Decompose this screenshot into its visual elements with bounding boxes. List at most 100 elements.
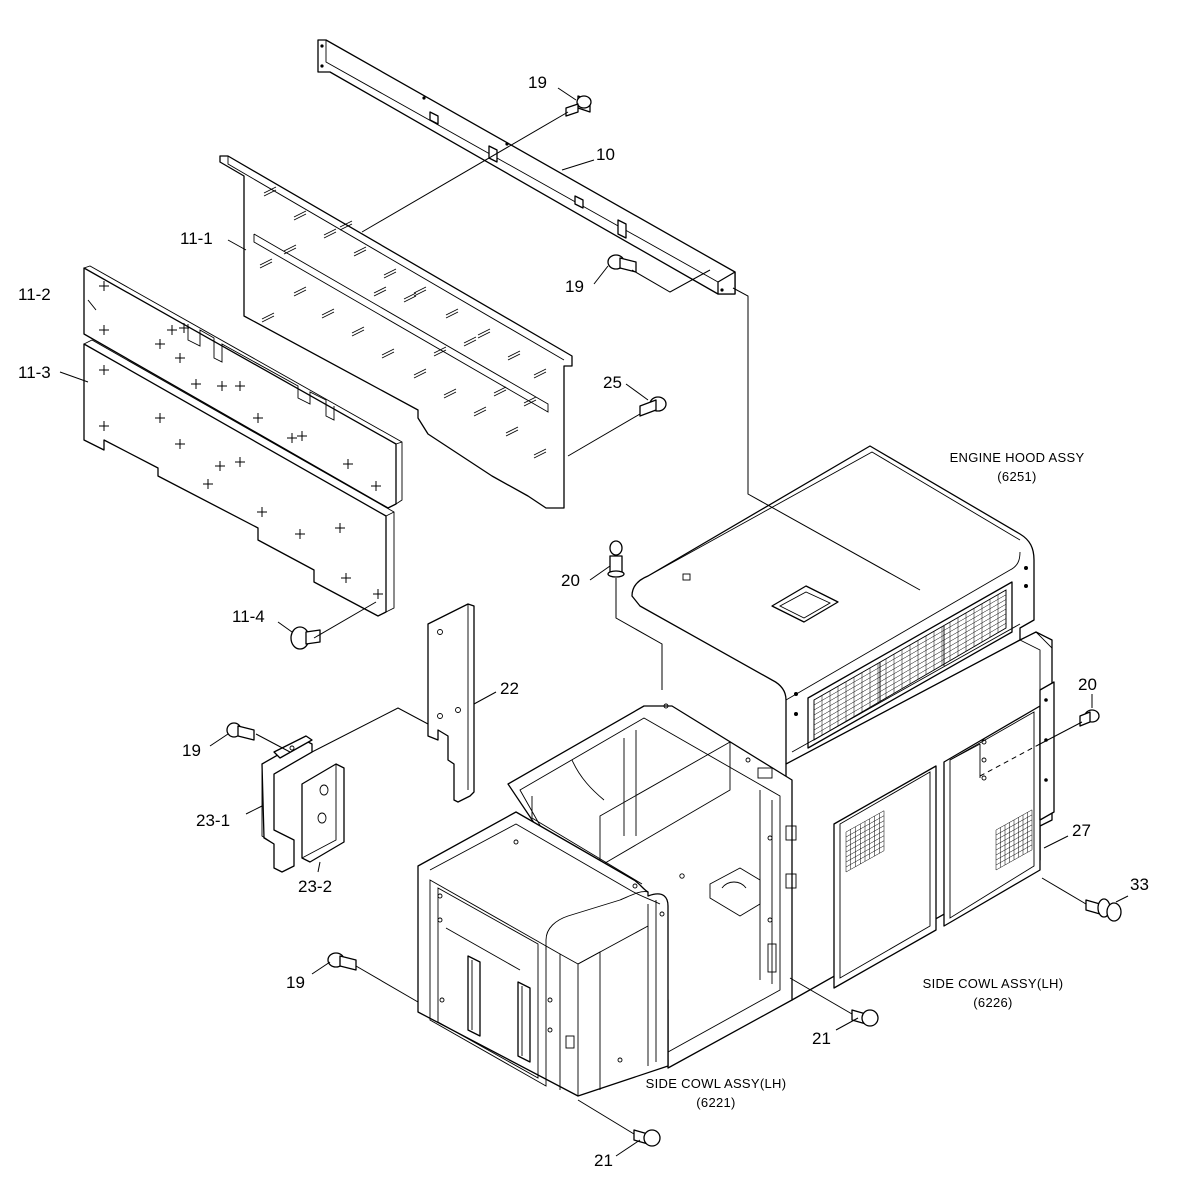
vent-line (995, 844, 1033, 866)
stud (477, 328, 491, 336)
bolt-19-left (226, 722, 255, 741)
stud (323, 228, 337, 236)
bolt-19-mid (607, 254, 637, 273)
callout-11-1: 11-1 (180, 229, 213, 248)
vent-line (995, 834, 1033, 856)
stud (413, 371, 427, 379)
stud (523, 396, 537, 404)
callout-33: 33 (1130, 875, 1149, 894)
callout-21: 21 (812, 1029, 831, 1048)
callout-11-2: 11-2 (18, 285, 51, 304)
vent-line (845, 845, 885, 868)
stud (381, 348, 395, 356)
part-11-3-pad (83, 339, 395, 617)
part-22-plate (427, 603, 475, 803)
vent-line (995, 824, 1033, 846)
stud (403, 292, 417, 300)
stud (523, 399, 537, 407)
side-cowl-6221-code: (6221) (696, 1095, 735, 1110)
callout-21: 21 (594, 1151, 613, 1170)
panel-studs (259, 186, 547, 459)
stud (493, 386, 507, 394)
callout-23-1: 23-1 (196, 811, 230, 830)
callout-19: 19 (528, 73, 547, 92)
stud (351, 326, 365, 334)
callout-10: 10 (596, 145, 615, 164)
side-cowl-6221 (417, 811, 669, 1097)
stud (533, 371, 547, 379)
bolt-33 (1085, 898, 1122, 922)
stud (445, 311, 459, 319)
stud (353, 249, 367, 257)
vent-line (845, 825, 885, 848)
stud (463, 339, 477, 347)
stud (381, 351, 395, 359)
stud (507, 353, 521, 361)
part-23-2-block (301, 763, 345, 863)
part-23-1-bracket (261, 735, 313, 873)
stud (351, 329, 365, 337)
bolt-19-bottom (327, 952, 357, 971)
callout-labels: 19 10 11-1 19 11-2 11-3 25 20 11-4 22 20… (18, 73, 1149, 1170)
mesh-line (813, 608, 1007, 721)
engine-hood-assy-code: (6251) (997, 469, 1036, 484)
stud (321, 308, 335, 316)
stud (293, 213, 307, 221)
stud (533, 451, 547, 459)
part-11-1-panel (219, 155, 573, 509)
callout-11-3: 11-3 (18, 363, 51, 382)
stud (259, 258, 273, 266)
mesh-line (813, 594, 1007, 706)
bolt-20-right (1079, 709, 1100, 727)
side-cowl-6226-name: SIDE COWL ASSY(LH) (923, 976, 1064, 991)
stud (533, 448, 547, 456)
stud (463, 336, 477, 344)
vent-line (995, 829, 1033, 851)
stud (443, 391, 457, 399)
stud (383, 271, 397, 279)
stud (403, 295, 417, 303)
side-cowl-6226-code: (6226) (973, 995, 1012, 1010)
vent-line (995, 819, 1033, 841)
stud (493, 389, 507, 397)
callout-23-2: 23-2 (298, 877, 332, 896)
stud (445, 308, 459, 316)
leader-lines (59, 87, 1129, 1157)
stud (261, 312, 275, 320)
stud (339, 223, 353, 231)
callout-11-4: 11-4 (232, 607, 265, 626)
assembly-labels: ENGINE HOOD ASSY (6251) SIDE COWL ASSY(L… (646, 450, 1085, 1110)
stud (263, 186, 277, 194)
stud (473, 409, 487, 417)
mesh-line (813, 604, 1007, 716)
stud (383, 268, 397, 276)
callout-19: 19 (182, 741, 201, 760)
callout-22: 22 (500, 679, 519, 698)
stud (433, 346, 447, 354)
stud (477, 331, 491, 339)
stud (373, 289, 387, 297)
bolt-19-top (565, 95, 592, 117)
stud (293, 210, 307, 218)
stud (533, 368, 547, 376)
cowl-vent-mesh (845, 809, 1033, 873)
engine-hood-assy-name: ENGINE HOOD ASSY (950, 450, 1085, 465)
callout-19: 19 (565, 277, 584, 296)
vent-line (995, 849, 1033, 871)
vent-line (995, 814, 1033, 836)
stud (293, 289, 307, 297)
stud (321, 311, 335, 319)
stud (293, 286, 307, 294)
vent-line (845, 815, 885, 838)
stud (323, 231, 337, 239)
stud (505, 426, 519, 434)
vent-line (995, 809, 1033, 831)
pad-fastener-marks (99, 281, 383, 599)
mesh-line (813, 599, 1007, 711)
hood-grille-mesh (813, 589, 1007, 741)
stud (413, 289, 427, 297)
stud (505, 429, 519, 437)
engine-hood-assy (631, 445, 1035, 765)
vent-line (845, 835, 885, 858)
